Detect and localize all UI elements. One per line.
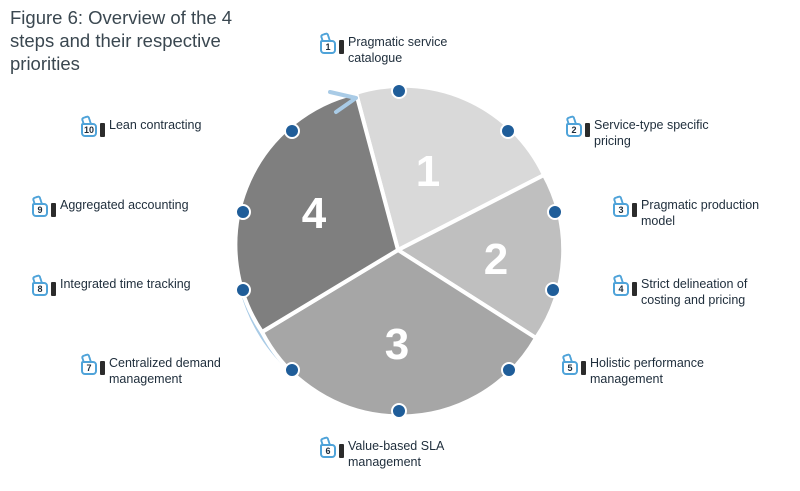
ring-dot <box>235 282 251 298</box>
priority-item-9: 9 Aggregated accounting <box>30 194 220 220</box>
arrow-head-icon <box>328 90 358 114</box>
ring-dot <box>391 83 407 99</box>
segment-step-4 <box>233 90 401 335</box>
priority-label: Holistic performance management <box>590 356 704 386</box>
ring-dot <box>501 362 517 378</box>
thumbs-up-icon: 3 <box>611 194 637 220</box>
thumbs-up-icon: 2 <box>564 114 590 140</box>
priority-label: Pragmatic production model <box>641 198 760 228</box>
priority-item-2: 2 Service-type specific pricing <box>564 114 719 149</box>
thumbs-up-icon: 5 <box>560 352 586 378</box>
priority-item-5: 5 Holistic performance management <box>560 352 720 387</box>
priority-item-3: 3 Pragmatic production model <box>611 194 781 229</box>
priority-label: Lean contracting <box>109 118 202 132</box>
ring-dot <box>284 362 300 378</box>
segment-step-1 <box>353 83 547 253</box>
ring-dot <box>284 123 300 139</box>
figure-title: Figure 6: Overview of the 4 steps and th… <box>10 7 233 74</box>
priority-dots <box>235 83 563 419</box>
ring-dot <box>500 123 516 139</box>
priority-label: Strict delineation of costing and pricin… <box>641 277 748 307</box>
ring-dot <box>235 204 251 220</box>
priority-item-8: 8 Integrated time tracking <box>30 273 230 299</box>
priority-item-4: 4 Strict delineation of costing and pric… <box>611 273 781 308</box>
priority-label: Aggregated accounting <box>60 198 189 212</box>
thumbs-up-icon: 1 <box>318 31 344 57</box>
step-number-3: 3 <box>385 320 409 369</box>
priority-label: Integrated time tracking <box>60 277 191 291</box>
ring-dot <box>545 282 561 298</box>
priority-item-6: 6 Value-based SLA management <box>318 435 458 470</box>
step-number-1: 1 <box>416 147 440 196</box>
thumbs-up-icon: 6 <box>318 435 344 461</box>
priority-label: Centralized demand management <box>109 356 221 386</box>
priority-label: Value-based SLA management <box>348 439 444 469</box>
priority-label: Service-type specific pricing <box>594 118 709 148</box>
thumbs-up-icon: 7 <box>79 352 105 378</box>
step-number-2: 2 <box>484 235 508 284</box>
priority-label: Pragmatic service catalogue <box>348 35 448 65</box>
ring-dot <box>391 403 407 419</box>
priority-item-7: 7 Centralized demand management <box>79 352 254 387</box>
priority-item-10: 10 Lean contracting <box>79 114 239 140</box>
thumbs-up-icon: 9 <box>30 194 56 220</box>
thumbs-up-icon: 10 <box>79 114 105 140</box>
ring-dot <box>547 204 563 220</box>
priority-item-1: 1 Pragmatic service catalogue <box>318 31 458 66</box>
thumbs-up-icon: 4 <box>611 273 637 299</box>
step-number-4: 4 <box>302 189 327 238</box>
thumbs-up-icon: 8 <box>30 273 56 299</box>
segment-step-2 <box>393 172 566 341</box>
